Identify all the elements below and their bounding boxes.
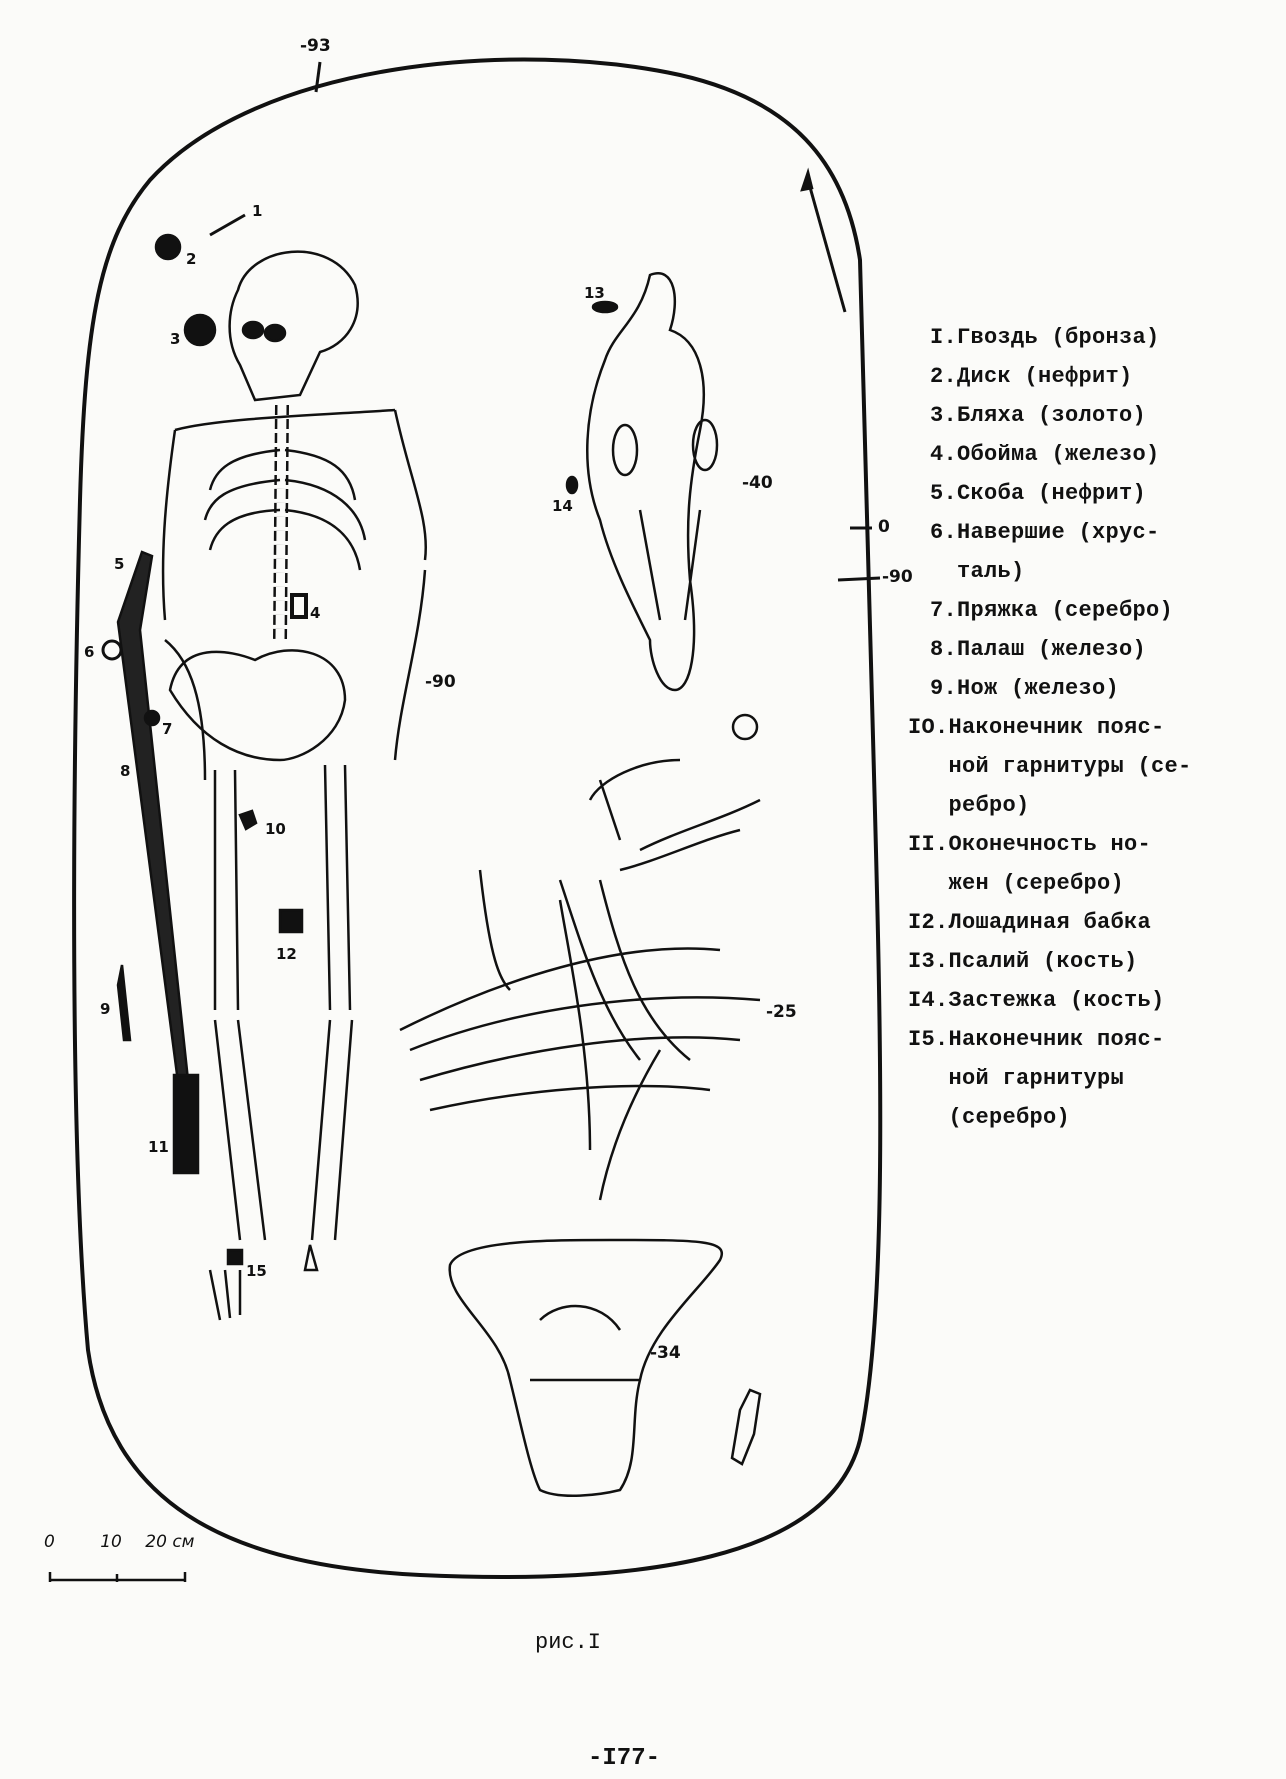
legend-item: 5.Скоба (нефрит) (930, 481, 1147, 506)
figure-caption: рис.I (535, 1630, 602, 1655)
find-label-8: 8 (120, 762, 131, 780)
find-8-sword (116, 550, 190, 1084)
depth-label-horse-skull: -40 (742, 473, 773, 493)
scale-bar (48, 1572, 187, 1582)
find-label-1: 1 (252, 202, 263, 220)
depth-label-zero: 0 (878, 517, 890, 537)
legend-item: (серебро) (908, 1105, 1071, 1130)
legend: I.Гвоздь (бронза) 2.Диск (нефрит) 3.Блях… (908, 318, 1192, 1137)
find-label-6: 6 (84, 643, 95, 661)
legend-item: 8.Палаш (железо) (930, 637, 1147, 662)
find-3-plaque (183, 313, 217, 347)
find-10-strap-end (238, 809, 258, 831)
scale-label-20: 20 см (145, 1532, 195, 1552)
depth-tick-right (837, 576, 881, 582)
pit-outline (72, 57, 883, 1579)
find-7-buckle (143, 709, 161, 727)
find-label-5: 5 (114, 555, 125, 573)
scale-bar-labels: 0 10 20 см (44, 1532, 195, 1552)
find-label-2: 2 (186, 250, 197, 268)
legend-item: ной гарнитуры (908, 1066, 1125, 1091)
horse-bone-loose (730, 1388, 762, 1466)
scale-label-10: 10 (100, 1532, 122, 1552)
legend-item: таль) (930, 559, 1025, 584)
legend-item: I.Гвоздь (бронза) (930, 325, 1160, 350)
find-label-10: 10 (265, 820, 286, 838)
legend-item: IO.Наконечник пояс- (908, 715, 1165, 740)
horse-skull (586, 272, 719, 692)
find-12-horse-knucklebone (278, 908, 304, 934)
legend-item: жен (серебро) (908, 871, 1125, 896)
find-9-knife (116, 964, 132, 1042)
find-14-fastener (565, 475, 579, 495)
find-label-9: 9 (100, 1000, 111, 1018)
legend-item: I3.Псалий (кость) (908, 949, 1138, 974)
legend-item: ной гарнитуры (се- (908, 754, 1192, 779)
find-2-disk (154, 233, 182, 261)
depth-label-top: -93 (300, 36, 331, 56)
legend-item: 6.Навершие (хрус- (930, 520, 1160, 545)
page-number: -I77- (588, 1745, 661, 1772)
horse-vertebra-loose (731, 713, 759, 741)
legend-item: 4.Обойма (железо) (930, 442, 1160, 467)
legend-item: II.Оконечность но- (908, 832, 1152, 857)
depth-label-human-arm: -90 (425, 672, 456, 692)
legend-item: I4.Застежка (кость) (908, 988, 1165, 1013)
find-label-7: 7 (162, 720, 173, 738)
find-13-cheekpiece (591, 300, 619, 314)
find-11-scabbard-tip (172, 1073, 200, 1175)
find-15-strap-end (226, 1248, 244, 1266)
depth-label-right: -90 (882, 567, 913, 587)
horse-ribs (399, 758, 761, 1498)
legend-item: I5.Наконечник пояс- (908, 1027, 1165, 1052)
legend-item: ребро) (908, 793, 1030, 818)
find-label-11: 11 (148, 1138, 169, 1156)
depth-tick-top (314, 61, 322, 93)
find-label-3: 3 (170, 330, 181, 348)
legend-item: 3.Бляха (золото) (930, 403, 1147, 428)
find-label-12: 12 (276, 945, 297, 963)
legend-item: 9.Нож (железо) (930, 676, 1120, 701)
human-skeleton (161, 250, 427, 1321)
find-label-15: 15 (246, 1262, 267, 1280)
find-label-14: 14 (552, 497, 573, 515)
find-label-4: 4 (310, 604, 321, 622)
scale-label-0: 0 (44, 1532, 55, 1552)
find-4-fitting (290, 593, 308, 619)
north-arrow-icon (800, 167, 847, 313)
legend-item: I2.Лошадиная бабка (908, 910, 1152, 935)
find-label-13: 13 (584, 284, 605, 302)
legend-item: 7.Пряжка (серебро) (930, 598, 1174, 623)
depth-label-horse-pelvis: -34 (650, 1343, 681, 1363)
depth-label-horse-ribs: -25 (766, 1002, 797, 1022)
legend-item: 2.Диск (нефрит) (930, 364, 1133, 389)
find-1-nail (209, 213, 246, 237)
find-6-pommel (101, 639, 123, 661)
